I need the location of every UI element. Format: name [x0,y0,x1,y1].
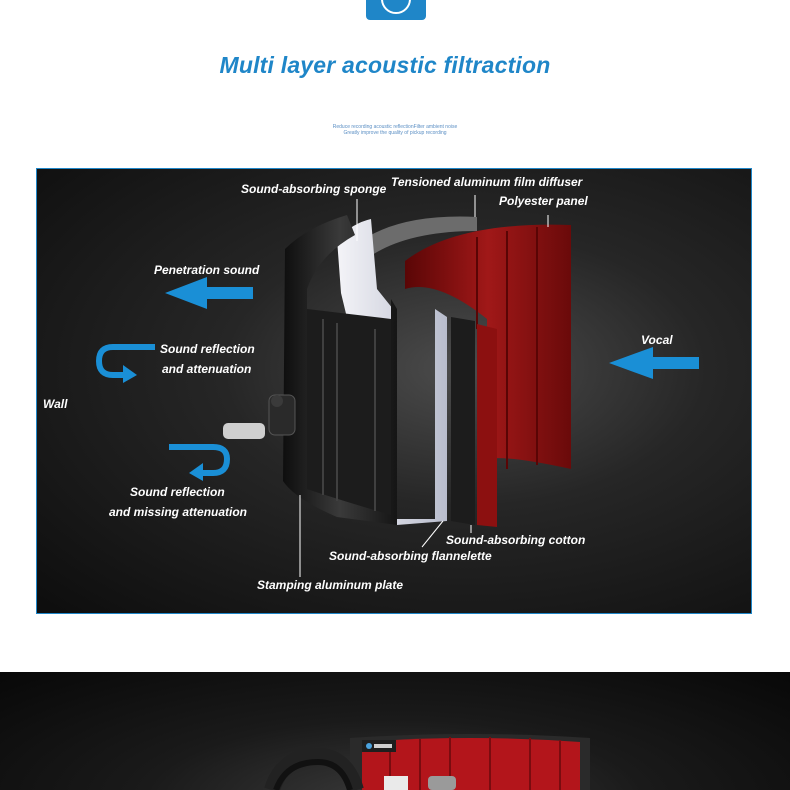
label-penetration: Penetration sound [154,263,260,277]
layer-illustration [95,195,699,577]
product-photo-section [0,672,790,790]
label-flannelette: Sound-absorbing flannelette [329,549,492,563]
subnote-line-2: Greatly improve the quality of pickup re… [343,130,447,136]
u-turn-arrow-icon [95,344,155,383]
subtitle-note: Reduce recording acoustic reflectionFilt… [0,124,790,136]
label-aluminum-plate: Stamping aluminum plate [257,578,404,592]
mount-clamp-icon [223,394,296,439]
label-missing-2: and missing attenuation [109,505,248,519]
subnote-line-1: Reduce recording acoustic reflectionFilt… [332,124,458,130]
page-title: Multi layer acoustic filtraction [219,52,551,78]
film-diffuser-layer [355,216,477,257]
top-badge-icon [366,0,426,20]
aluminum-plate-layer [283,215,397,525]
flannelette-layer [451,317,475,525]
label-reflection-1: Sound reflection [160,342,255,356]
label-polyester: Polyester panel [499,194,588,208]
label-reflection-2: and attenuation [162,362,252,376]
label-missing-1: Sound reflection [130,485,225,499]
label-sponge: Sound-absorbing sponge [241,182,387,196]
vocal-arrow-icon [609,347,699,379]
label-vocal: Vocal [641,333,673,347]
product-photo [264,734,590,790]
acoustic-layer-diagram: Sound-absorbing sponge Tensioned aluminu… [36,168,752,614]
label-wall: Wall [43,397,68,411]
u-turn-arrow-icon-2 [169,444,231,481]
label-film-diffuser: Tensioned aluminum film diffuser [391,175,583,189]
left-arrow-icon [165,277,253,309]
label-cotton: Sound-absorbing cotton [446,533,586,547]
cotton-layer [477,324,497,527]
